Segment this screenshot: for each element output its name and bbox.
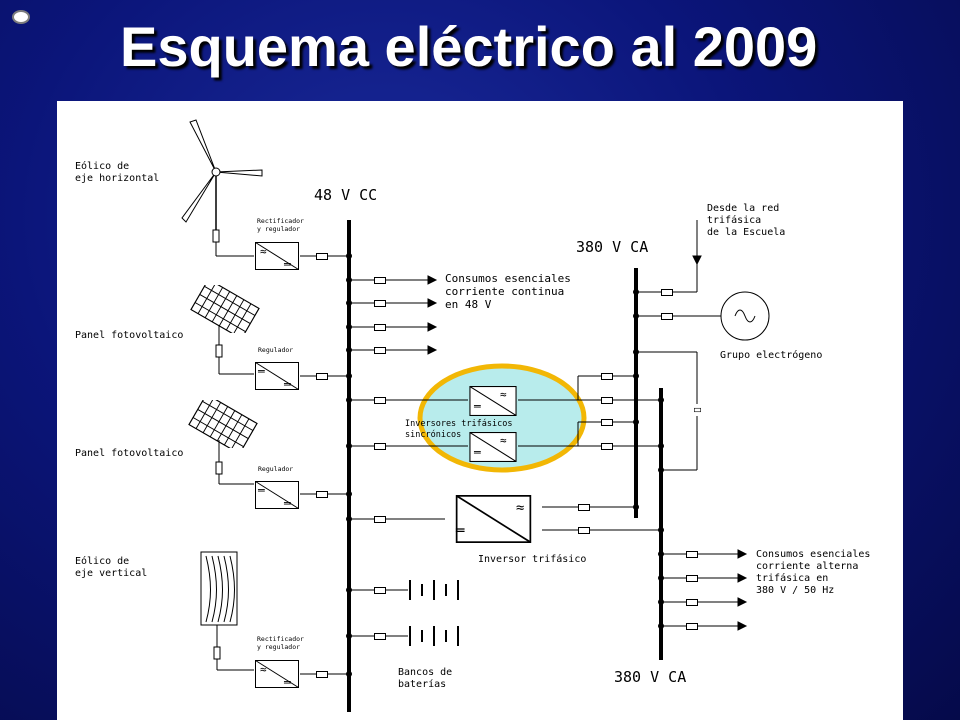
batteries-label-1: Bancos de bbox=[398, 667, 452, 678]
dc-bus-label: 48 V CC bbox=[314, 186, 377, 204]
reg2-label: Regulador bbox=[258, 465, 293, 473]
rect2-label-1: Rectificador bbox=[257, 635, 304, 643]
inv-sync-label-1: Inversores trifásicos bbox=[405, 419, 512, 429]
inv-sync-label-2: sincrónicos bbox=[405, 429, 461, 440]
svg-text:═: ═ bbox=[283, 676, 291, 689]
svg-text:═: ═ bbox=[283, 497, 291, 510]
grid-label-2: trifásica bbox=[707, 214, 761, 226]
dc-loads-label-2: corriente continua bbox=[445, 285, 564, 298]
rect1-label-1: Rectificador bbox=[257, 217, 304, 225]
slide-title: Esquema eléctrico al 2009 bbox=[120, 15, 818, 78]
svg-text:═: ═ bbox=[283, 258, 291, 271]
electrical-diagram: ≈ ═ ═ ═ ═ ═ ≈ ═ ═ ≈ ═ ≈ ═ ≈ 48 V CC 380 V CA 38… bbox=[57, 101, 903, 720]
grid-label-1: Desde la red bbox=[707, 203, 779, 214]
wind-v-label-1: Eólico de bbox=[75, 555, 129, 567]
svg-text:═: ═ bbox=[283, 378, 291, 391]
svg-text:═: ═ bbox=[455, 523, 465, 539]
svg-text:═: ═ bbox=[257, 365, 265, 378]
svg-text:≈: ≈ bbox=[500, 388, 507, 401]
pv2-label: Panel fotovoltaico bbox=[75, 448, 183, 459]
ac-loads-label-2: corriente alterna bbox=[756, 561, 858, 572]
svg-text:≈: ≈ bbox=[516, 500, 524, 516]
reg1-label: Regulador bbox=[258, 346, 293, 354]
dc-loads-label-1: Consumos esenciales bbox=[445, 272, 571, 285]
highlight-oval bbox=[417, 363, 587, 473]
ac-loads-label-1: Consumos esenciales bbox=[756, 549, 870, 560]
ac-loads-label-3: trifásica en bbox=[756, 572, 828, 584]
svg-text:═: ═ bbox=[473, 400, 481, 413]
diagram-svg: ≈ ═ ═ ═ ═ ═ ≈ ═ ═ ≈ ═ ≈ ═ ≈ 48 V CC 380 V CA 38… bbox=[75, 119, 870, 712]
wind-v-label-2: eje vertical bbox=[75, 568, 147, 579]
grid-label-3: de la Escuela bbox=[707, 227, 785, 238]
rect1-label-2: y regulador bbox=[257, 225, 300, 233]
wind-h-label-1: Eólico de bbox=[75, 160, 129, 172]
svg-text:≈: ≈ bbox=[500, 434, 507, 447]
svg-text:≈: ≈ bbox=[260, 245, 267, 258]
pv1-label: Panel fotovoltaico bbox=[75, 330, 183, 341]
svg-text:═: ═ bbox=[257, 484, 265, 497]
svg-text:═: ═ bbox=[473, 446, 481, 459]
dc-loads-label-3: en 48 V bbox=[445, 298, 492, 311]
wind-h-label-2: eje horizontal bbox=[75, 173, 159, 184]
ac-loads-label-4: 380 V / 50 Hz bbox=[756, 585, 834, 596]
genset-label: Grupo electrógeno bbox=[720, 349, 822, 361]
inv-tri-label: Inversor trifásico bbox=[478, 553, 586, 565]
ac-bus-bottom-label: 380 V CA bbox=[614, 668, 686, 686]
svg-text:≈: ≈ bbox=[260, 663, 267, 676]
rect2-label-2: y regulador bbox=[257, 643, 300, 651]
ac-bus-top-label: 380 V CA bbox=[576, 238, 648, 256]
batteries-label-2: baterías bbox=[398, 678, 446, 690]
bullet-icon bbox=[12, 10, 30, 24]
